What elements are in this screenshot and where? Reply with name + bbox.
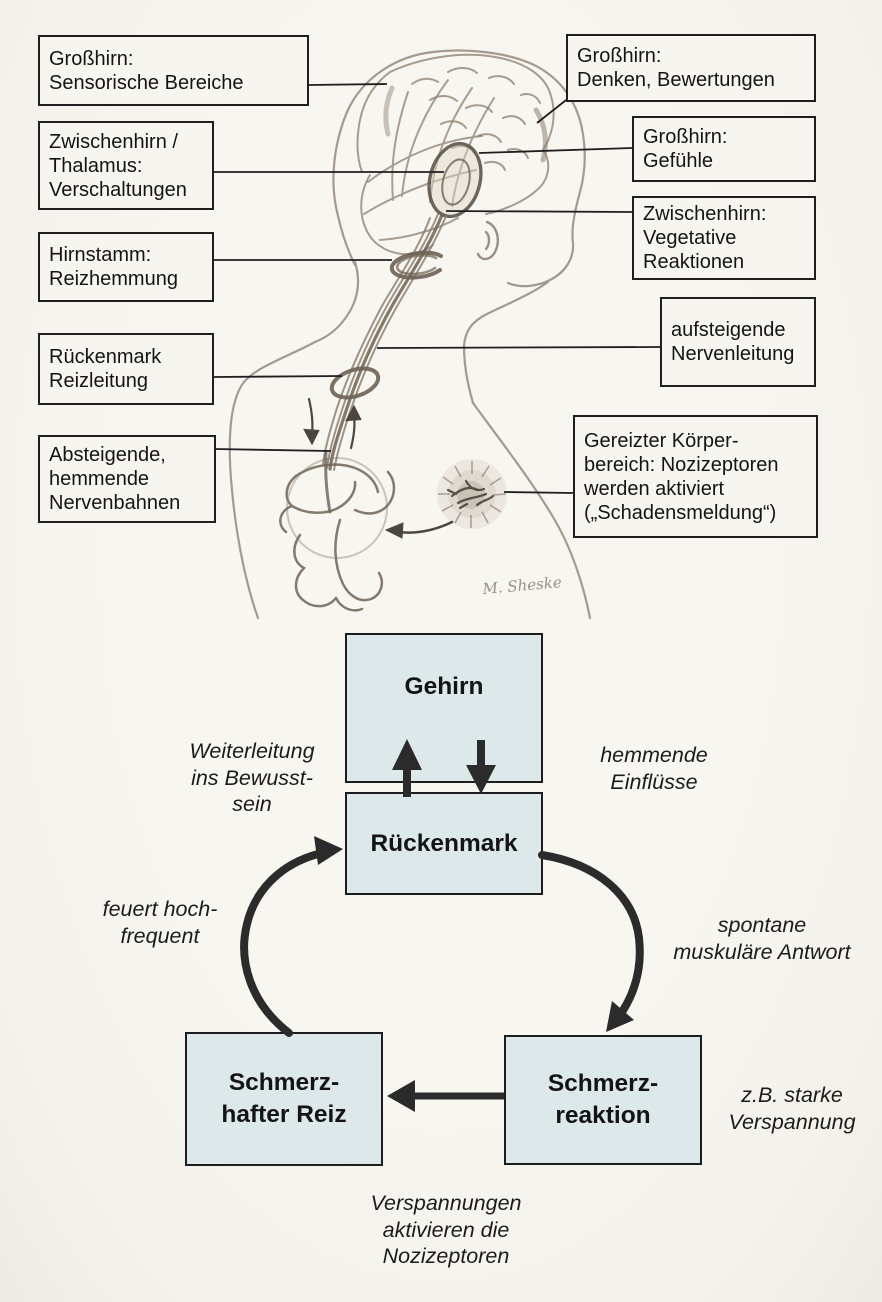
- label-box-aufsteigende-nervenleitung: aufsteigende Nervenleitung: [660, 297, 816, 387]
- flow-box-schmerzhafter-reiz: Schmerz- hafter Reiz: [185, 1032, 383, 1166]
- label-box-absteigende-nervenbahnen: Absteigende, hemmende Nervenbahnen: [38, 435, 216, 523]
- label-box-grosshirn-denken: Großhirn: Denken, Bewertungen: [566, 34, 816, 102]
- spinal-cord-sketch: [322, 213, 447, 514]
- callout-connector-lines: [212, 83, 661, 494]
- vertebrae-sketch: [279, 457, 396, 612]
- ear-sketch: [476, 220, 499, 261]
- label-text: Zwischenhirn / Thalamus: Verschaltungen: [49, 130, 187, 201]
- thalamus-sketch: [427, 141, 483, 219]
- nociceptor-to-spine-arrow: [384, 520, 454, 539]
- label-text: Gereizter Körper- bereich: Nozizeptoren …: [584, 429, 779, 524]
- annotation-hemmende-einfluesse: hemmende Einflüsse: [600, 743, 708, 794]
- label-box-grosshirn-sensorische: Großhirn: Sensorische Bereiche: [38, 35, 309, 106]
- cycle-arrow-left: [240, 836, 343, 1037]
- annotation-starke-verspannung: z.B. starke Verspannung: [728, 1083, 856, 1134]
- label-box-hirnstamm: Hirnstamm: Reizhemmung: [38, 232, 214, 302]
- label-box-grosshirn-gefuehle: Großhirn: Gefühle: [632, 116, 816, 182]
- flow-box-label: Schmerz- reaktion: [547, 1070, 659, 1129]
- label-box-gereizter-koerperbereich: Gereizter Körper- bereich: Nozizeptoren …: [573, 415, 818, 538]
- annotation-feuert-hochfrequent: feuert hoch- frequent: [102, 897, 218, 948]
- label-box-zwischenhirn-thalamus: Zwischenhirn / Thalamus: Verschaltungen: [38, 121, 214, 210]
- flow-box-rueckenmark: Rückenmark: [345, 792, 543, 895]
- annotation-spontane-antwort: spontane muskuläre Antwort: [673, 913, 851, 964]
- label-text: Großhirn: Gefühle: [643, 126, 728, 172]
- brainstem-loop-sketch: [389, 250, 443, 280]
- cord-direction-arrows: [303, 397, 362, 450]
- nerve-fiber-fan-sketch: [363, 79, 495, 241]
- label-text: Zwischenhirn: Vegetative Reaktionen: [643, 203, 767, 273]
- label-box-zwischenhirn-vegetativ: Zwischenhirn: Vegetative Reaktionen: [632, 196, 816, 280]
- label-text: Großhirn: Denken, Bewertungen: [577, 45, 775, 91]
- reaction-to-stimulus-arrow: [387, 1080, 504, 1112]
- spinalcord-loop-sketch: [329, 366, 381, 400]
- label-text: Großhirn: Sensorische Bereiche: [49, 47, 244, 94]
- anatomy-sketch: M. Sheske: [212, 49, 661, 620]
- body-outline-sketch: [228, 49, 592, 620]
- label-text: Absteigende, hemmende Nervenbahnen: [49, 444, 181, 514]
- label-text: Hirnstamm: Reizhemmung: [49, 244, 178, 290]
- flow-box-schmerzreaktion: Schmerz- reaktion: [504, 1035, 702, 1165]
- brain-shading-sketch: [383, 85, 548, 163]
- cycle-arrow-right: [538, 851, 644, 1032]
- annotation-verspannungen-nozizeptoren: Verspannungen aktivieren die Nozizeptore…: [370, 1191, 522, 1269]
- label-text: Rückenmark Reizleitung: [49, 346, 162, 392]
- flow-box-label: Rückenmark: [370, 829, 518, 857]
- nociceptor-spot-sketch: [437, 459, 507, 529]
- flow-box-label: Schmerz- hafter Reiz: [221, 1069, 347, 1128]
- label-text: aufsteigende Nervenleitung: [671, 319, 795, 365]
- annotation-weiterleitung: Weiterleitung ins Bewusst- sein: [189, 739, 315, 817]
- artist-signature: M. Sheske: [481, 573, 563, 598]
- flow-box-label: Gehirn: [404, 673, 484, 700]
- flow-box-gehirn: Gehirn: [345, 633, 543, 783]
- label-box-rueckenmark-reizleitung: Rückenmark Reizleitung: [38, 333, 214, 405]
